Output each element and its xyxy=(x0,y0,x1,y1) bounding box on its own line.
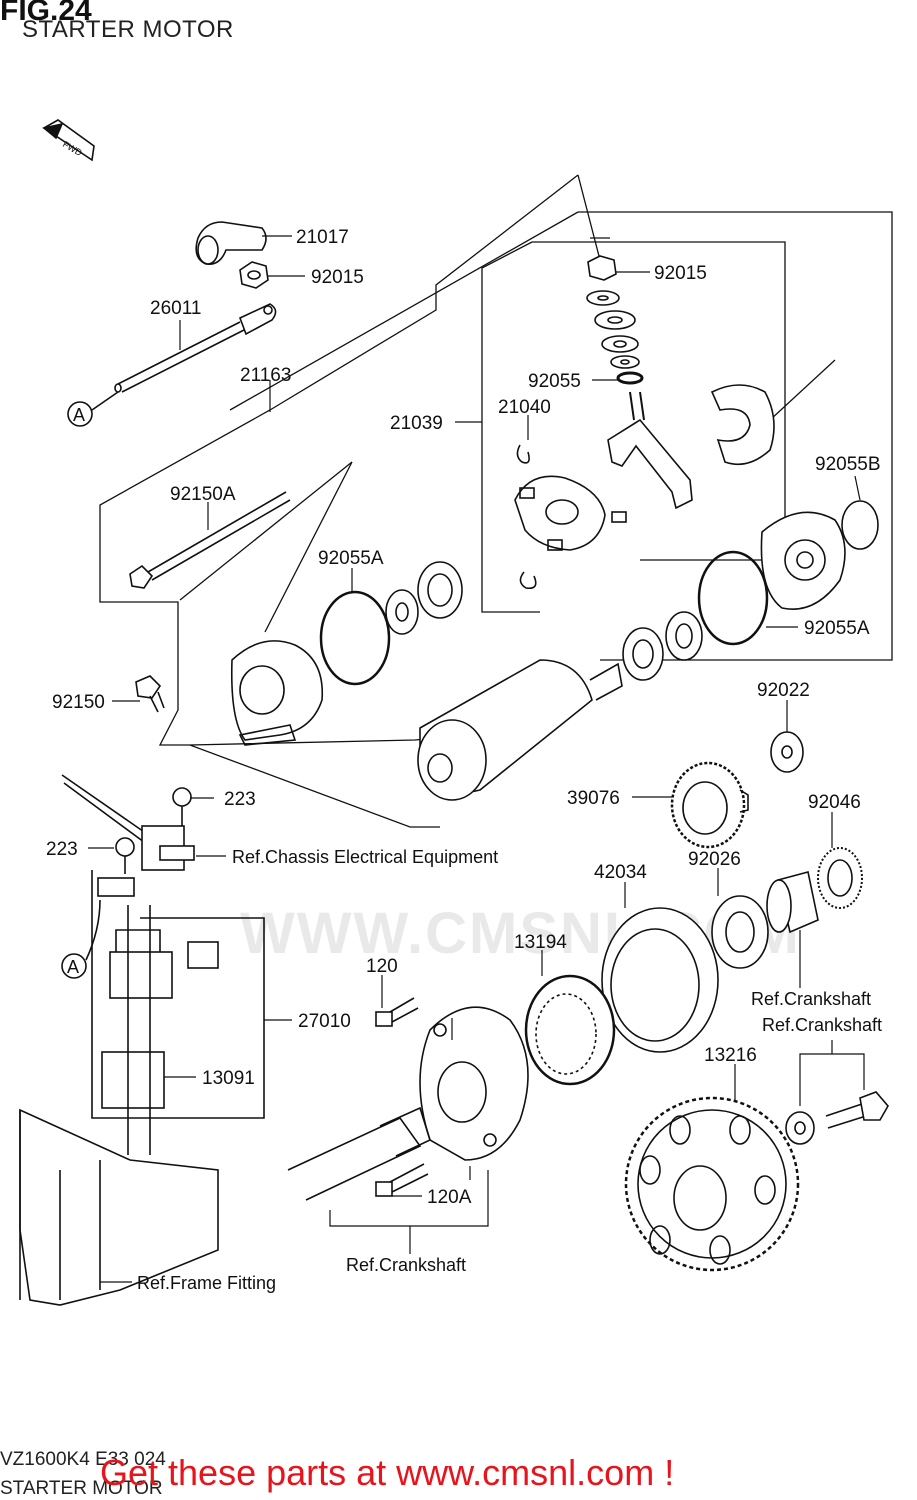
label-92015-right: 92015 xyxy=(654,263,707,284)
part-26011-cable xyxy=(114,303,277,393)
leader-lines xyxy=(88,235,865,1283)
label-13091: 13091 xyxy=(202,1068,255,1089)
label-92055B: 92055B xyxy=(815,454,881,475)
part-front-cover xyxy=(230,640,324,746)
part-92046-bearing xyxy=(817,847,863,909)
marker-a-bottom-label: A xyxy=(67,957,79,977)
label-21040: 21040 xyxy=(498,397,551,418)
ref-crankshaft-3: Ref.Crankshaft xyxy=(346,1255,466,1275)
part-starter-yoke xyxy=(417,659,623,801)
fwd-arrow-icon: FWD xyxy=(42,119,95,162)
label-21017: 21017 xyxy=(296,227,349,248)
ref-crankshaft-2: Ref.Crankshaft xyxy=(762,1015,882,1035)
part-92026-washer xyxy=(711,895,769,969)
part-223-screw-top xyxy=(172,787,192,826)
marker-a-top xyxy=(67,391,119,427)
assembly-frame-lines xyxy=(99,174,893,828)
label-13194: 13194 xyxy=(514,932,567,953)
label-92150A: 92150A xyxy=(170,484,236,505)
label-92026: 92026 xyxy=(688,849,741,870)
part-92150A-bolt xyxy=(129,491,291,589)
label-92055A-left: 92055A xyxy=(318,548,384,569)
label-21163: 21163 xyxy=(240,365,291,386)
part-92150-bolt xyxy=(135,675,165,713)
part-frame-fitting xyxy=(19,1108,219,1306)
label-92055: 92055 xyxy=(528,371,581,392)
figure-subtitle: STARTER MOTOR xyxy=(22,16,234,43)
label-92022: 92022 xyxy=(757,680,810,701)
label-223-left: 223 xyxy=(46,839,78,860)
part-39076-gear xyxy=(670,761,749,849)
part-92055A-oring-left xyxy=(319,590,391,686)
label-92046: 92046 xyxy=(808,792,861,813)
label-92150: 92150 xyxy=(52,692,105,713)
part-clutch-housing xyxy=(419,1006,529,1161)
part-terminal-bracket xyxy=(607,391,693,510)
part-92022-washer xyxy=(770,731,804,773)
part-21040-brush-holder xyxy=(514,444,627,590)
part-labels: 21017 92015 92015 26011 21163 92055 2104… xyxy=(46,227,882,1293)
label-92055A-right: 92055A xyxy=(804,618,870,639)
promo-link[interactable]: Get these parts at www.cmsnl.com ! xyxy=(100,1452,675,1493)
part-spacer xyxy=(766,871,819,934)
part-92015-nut-left xyxy=(239,261,269,289)
part-crankshaft-end xyxy=(287,1106,431,1201)
part-starter-relay xyxy=(61,774,265,1155)
part-bearing-front xyxy=(385,561,463,635)
footer-subtitle: STARTER MOTOR xyxy=(0,1478,163,1499)
part-end-cover xyxy=(760,511,846,610)
part-13216-gear xyxy=(624,1096,800,1272)
ref-chassis-electrical: Ref.Chassis Electrical Equipment xyxy=(232,847,498,867)
marker-a-top-label: A xyxy=(73,405,85,425)
label-223-top: 223 xyxy=(224,789,256,810)
footer-model-code: VZ1600K4 E33 024 xyxy=(0,1449,166,1470)
label-120: 120 xyxy=(366,956,398,977)
label-39076: 39076 xyxy=(567,788,620,809)
marker-a-bottom xyxy=(61,899,101,979)
part-92015-stack xyxy=(586,255,644,385)
label-21039: 21039 xyxy=(390,413,443,434)
label-26011: 26011 xyxy=(150,298,201,319)
part-end-cover-ring xyxy=(710,384,775,466)
label-42034: 42034 xyxy=(594,862,647,883)
label-92015-left: 92015 xyxy=(311,267,364,288)
part-92055A-oring-right xyxy=(697,550,769,646)
part-92055B-oring xyxy=(841,500,879,550)
part-42034-ring xyxy=(601,907,719,1053)
part-120A-bolt xyxy=(375,1163,429,1197)
part-120-bolt xyxy=(375,997,419,1027)
part-223-screw-left xyxy=(115,837,135,874)
label-13216: 13216 xyxy=(704,1045,757,1066)
part-bearing-rear xyxy=(622,611,703,681)
ref-frame-fitting: Ref.Frame Fitting xyxy=(137,1273,276,1293)
figure-number: FIG.24 xyxy=(0,0,92,27)
label-120A: 120A xyxy=(427,1187,472,1208)
part-gear-bolt xyxy=(785,1091,889,1145)
part-21017-cap xyxy=(195,221,267,266)
ref-crankshaft-1: Ref.Crankshaft xyxy=(751,989,871,1009)
label-27010: 27010 xyxy=(298,1011,351,1032)
part-13194-clutch xyxy=(524,974,616,1086)
